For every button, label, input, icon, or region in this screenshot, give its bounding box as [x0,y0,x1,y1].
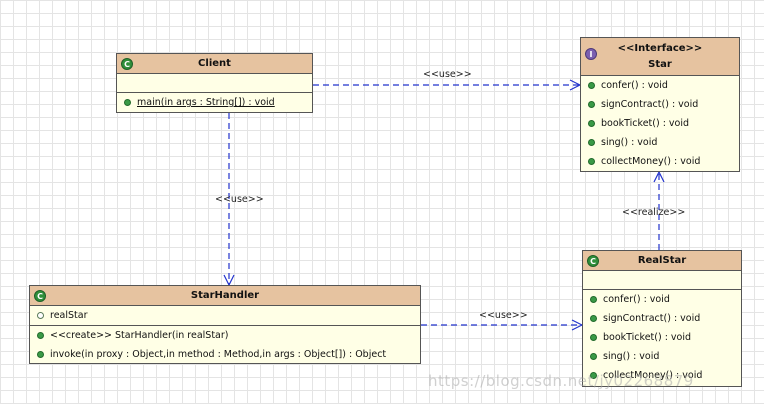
public-method-icon [37,332,44,339]
client-star-label: <<use>> [423,69,472,80]
method-signature: <<create>> StarHandler(in realStar) [50,330,229,341]
method-row[interactable]: collectMoney() : void [581,152,739,171]
public-method-icon [37,351,44,358]
method-row[interactable]: confer() : void [581,76,739,95]
method-row[interactable]: confer() : void [583,290,741,309]
starhandler-class-name: StarHandler [190,290,260,301]
method-signature: sing() : void [601,137,658,148]
method-signature: bookTicket() : void [601,118,690,129]
method-row[interactable]: collectMoney() : void [583,366,741,385]
method-signature: collectMoney() : void [601,156,701,167]
class-icon: C [587,254,599,267]
interface-icon: I [585,48,597,60]
client-methods: main(in args : String[]) : void [117,93,312,112]
realstar-class-name: RealStar [637,255,687,266]
interface-stereotype: <<Interface>> [617,43,703,54]
client-class-header: C Client [117,54,312,74]
method-signature: invoke(in proxy : Object,in method : Met… [50,349,387,360]
public-method-icon [590,372,597,379]
method-row[interactable]: invoke(in proxy : Object,in method : Met… [30,345,420,364]
client-attributes [117,74,312,93]
realstar-class-header: C RealStar [583,251,741,271]
realstar-attributes [583,271,741,290]
star-interface[interactable]: I <<Interface>> Star confer() : void sig… [580,37,740,172]
method-row[interactable]: sing() : void [583,347,741,366]
method-row[interactable]: signContract() : void [583,309,741,328]
method-signature: signContract() : void [601,99,699,110]
public-method-icon [590,334,597,341]
public-method-icon [590,315,597,322]
starhandler-class-header: C StarHandler [30,286,420,306]
handler-realstar-label: <<use>> [479,310,528,321]
attribute-name: realStar [50,310,88,321]
realstar-star-label: <<realize>> [622,207,686,218]
class-icon: C [121,57,133,70]
method-row[interactable]: <<create>> StarHandler(in realStar) [30,326,420,345]
starhandler-attributes: realStar [30,306,420,326]
method-row[interactable]: bookTicket() : void [583,328,741,347]
public-method-icon [588,120,595,127]
method-signature: signContract() : void [603,313,701,324]
method-row[interactable]: sing() : void [581,133,739,152]
attribute-row[interactable]: realStar [30,306,420,325]
client-handler-label: <<use>> [215,194,264,205]
public-method-icon [588,158,595,165]
method-row[interactable]: main(in args : String[]) : void [117,93,312,112]
public-method-icon [124,99,131,106]
star-interface-name: Star [648,59,672,70]
method-signature: collectMoney() : void [603,370,703,381]
realstar-class[interactable]: C RealStar confer() : void signContract(… [582,250,742,387]
method-row[interactable]: signContract() : void [581,95,739,114]
realstar-methods: confer() : void signContract() : void bo… [583,290,741,385]
star-methods: confer() : void signContract() : void bo… [581,76,739,171]
method-signature: bookTicket() : void [603,332,692,343]
star-interface-header: I <<Interface>> Star [581,38,739,76]
field-icon [37,312,44,319]
method-signature: main(in args : String[]) : void [137,97,275,108]
public-method-icon [590,296,597,303]
method-row[interactable]: bookTicket() : void [581,114,739,133]
public-method-icon [588,101,595,108]
starhandler-class[interactable]: C StarHandler realStar <<create>> StarHa… [29,285,421,364]
public-method-icon [588,82,595,89]
watermark-text: https://blog.csdn.net/jy02268879 [428,372,694,390]
class-icon: C [34,289,46,302]
public-method-icon [588,139,595,146]
method-signature: sing() : void [603,351,660,362]
method-signature: confer() : void [601,80,668,91]
client-class-name: Client [198,58,231,69]
starhandler-methods: <<create>> StarHandler(in realStar) invo… [30,326,420,364]
public-method-icon [590,353,597,360]
method-signature: confer() : void [603,294,670,305]
client-class[interactable]: C Client main(in args : String[]) : void [116,53,313,113]
